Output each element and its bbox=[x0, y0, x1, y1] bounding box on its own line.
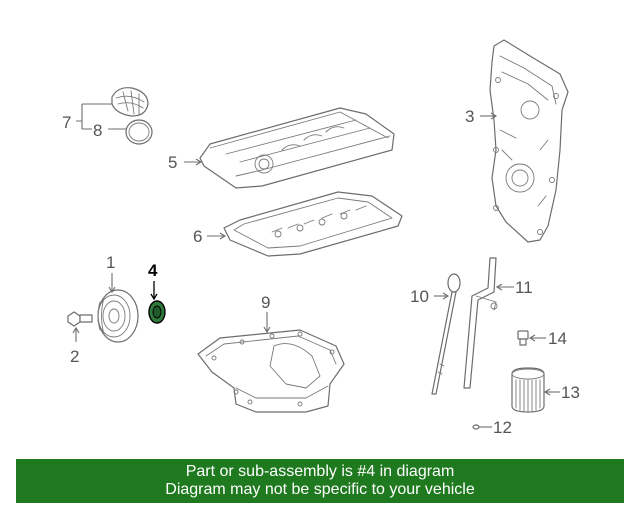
arrow-14 bbox=[528, 334, 536, 342]
callout-14: 14 bbox=[548, 329, 567, 348]
callout-5: 5 bbox=[168, 153, 177, 172]
dipstick-guide-illustration bbox=[463, 257, 498, 389]
banner-line-disclaimer: Diagram may not be specific to your vehi… bbox=[165, 481, 475, 498]
arrow-5 bbox=[195, 158, 203, 166]
callout-8: 8 bbox=[93, 121, 102, 140]
filler-cap-gasket-illustration bbox=[125, 119, 153, 145]
callout-11: 11 bbox=[515, 278, 533, 297]
parts-diagram: 7 8 5 6 3 bbox=[62, 39, 580, 437]
timing-chain-cover-illustration bbox=[489, 39, 569, 243]
callout-9: 9 bbox=[261, 293, 270, 312]
arrow-10 bbox=[442, 292, 450, 300]
head-cover-gasket-illustration bbox=[223, 191, 403, 257]
callout-2: 2 bbox=[70, 347, 79, 366]
arrow-3 bbox=[490, 112, 498, 120]
crankshaft-pulley-illustration bbox=[97, 289, 139, 343]
arrow-4 bbox=[150, 293, 158, 301]
callout-1: 1 bbox=[106, 253, 115, 272]
oil-filler-cap-illustration bbox=[111, 87, 149, 117]
arrow-13 bbox=[543, 388, 551, 396]
oil-dipstick-illustration bbox=[431, 273, 461, 395]
cylinder-head-cover-illustration bbox=[199, 107, 395, 189]
callout-6: 6 bbox=[193, 227, 202, 246]
oil-filter-illustration bbox=[511, 367, 545, 413]
arrow-1 bbox=[108, 286, 116, 294]
callout-3: 3 bbox=[465, 107, 474, 126]
drain-plug-illustration bbox=[517, 330, 529, 346]
crankshaft-front-seal-illustration bbox=[148, 300, 166, 324]
arrow-9 bbox=[263, 326, 271, 334]
arrow-6 bbox=[219, 232, 227, 240]
banner-line-part: Part or sub-assembly is #4 in diagram bbox=[185, 463, 455, 480]
callout-13: 13 bbox=[561, 383, 580, 402]
arrow-2 bbox=[72, 326, 80, 334]
part-info-banner: Part or sub-assembly is #4 in diagram Di… bbox=[16, 459, 624, 503]
leader-7 bbox=[76, 103, 112, 130]
callout-12: 12 bbox=[493, 418, 512, 437]
callout-10: 10 bbox=[410, 287, 429, 306]
callout-7: 7 bbox=[62, 113, 71, 132]
arrow-11 bbox=[495, 283, 503, 291]
oil-pan-illustration bbox=[197, 329, 345, 413]
callout-4: 4 bbox=[148, 261, 158, 280]
pulley-bolt-illustration bbox=[67, 311, 93, 327]
small-gasket-illustration bbox=[472, 424, 480, 430]
